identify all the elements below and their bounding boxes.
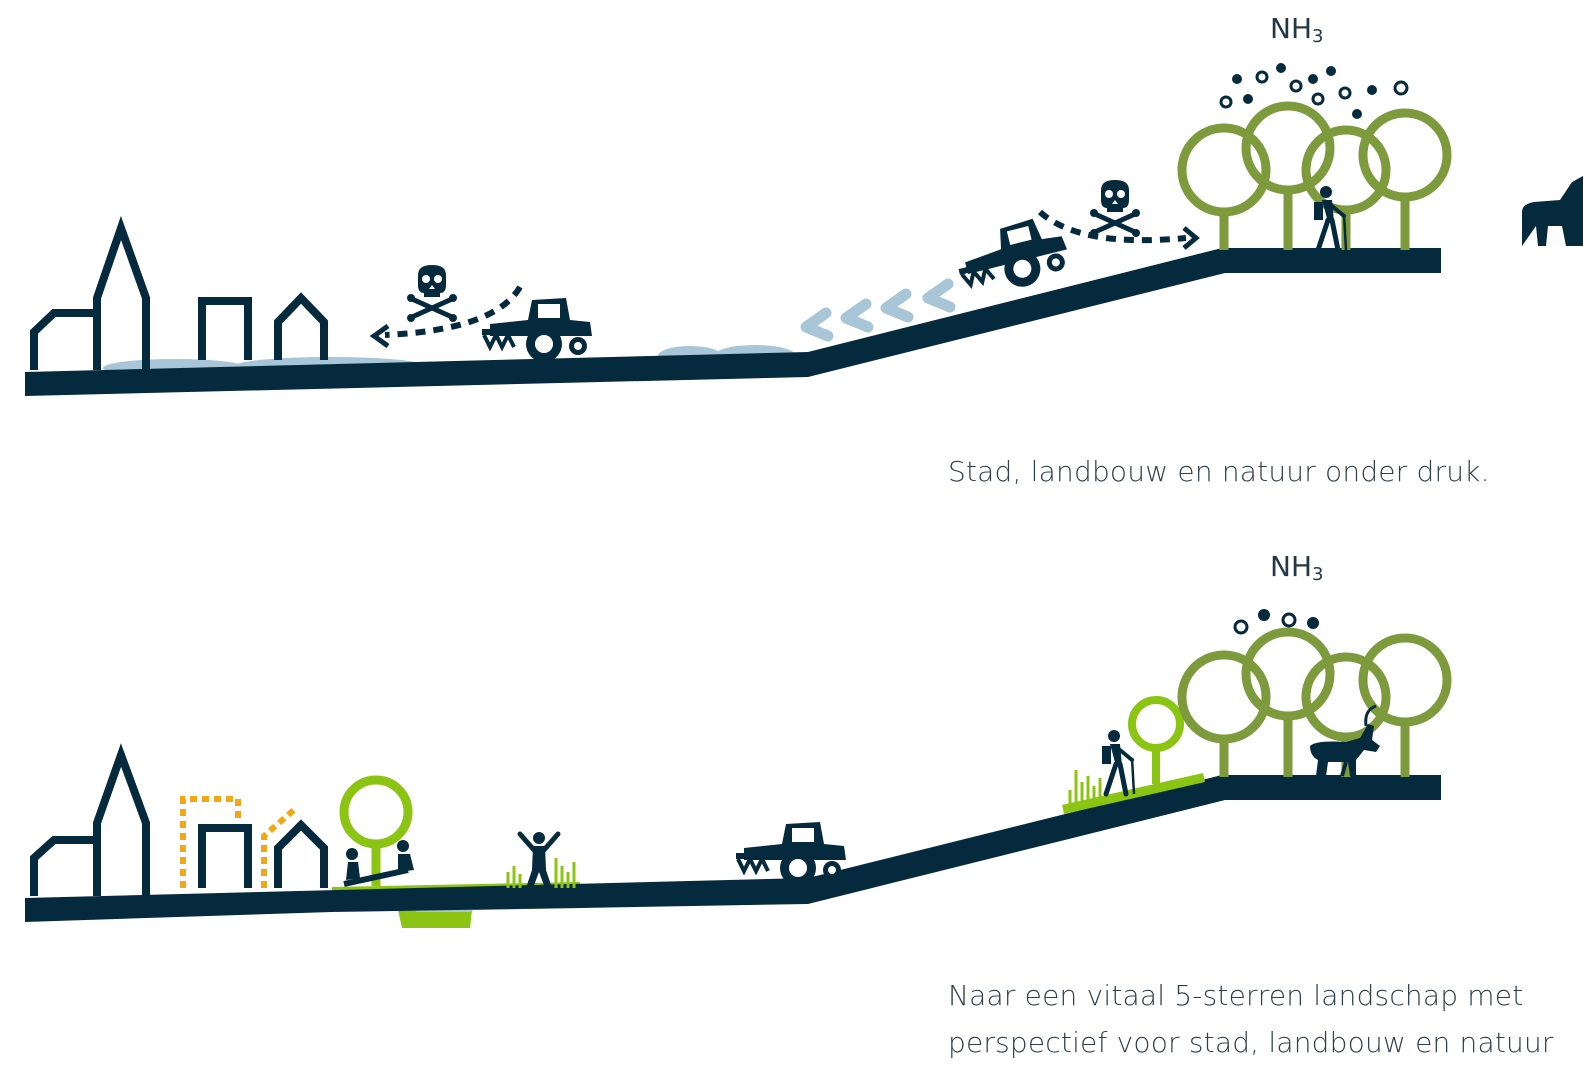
tractor-icon: [736, 822, 846, 886]
forest-trees: [1177, 101, 1452, 250]
top-panel: [25, 63, 1583, 396]
top-caption: Stad, landbouw en natuur onder druk.: [948, 455, 1490, 488]
ammonia-particles: [1219, 63, 1409, 119]
runoff-arrows: [800, 278, 956, 342]
bottom-caption-line: perspectief voor stad, landbouw en natuu…: [948, 1026, 1554, 1059]
ammonia-label: NH3: [1270, 550, 1324, 585]
hiker-icon: [1102, 730, 1134, 794]
animal-partial-icon: [1522, 176, 1583, 246]
bottom-caption: Naar een vitaal 5-sterren landschap met …: [948, 972, 1554, 1066]
future-buildings: [180, 796, 297, 888]
playground: [339, 775, 414, 887]
dashed-arrow-left: [384, 285, 523, 338]
town-buildings: [30, 215, 328, 370]
young-tree: [1128, 696, 1184, 784]
ground-profile: [25, 248, 1441, 396]
forest-trees: [1177, 627, 1452, 777]
reeds: [506, 858, 576, 888]
town-buildings: [30, 743, 328, 896]
bottom-caption-line: Naar een vitaal 5-sterren landschap met: [948, 979, 1524, 1012]
ammonia-particles: [1233, 609, 1319, 635]
skull-icon: [407, 265, 457, 322]
slope-reeds: [1068, 770, 1102, 808]
tractor-icon: [482, 298, 592, 362]
ground-profile: [25, 775, 1441, 922]
skull-icon: [1090, 180, 1140, 237]
dashed-arrow-right: [1037, 209, 1187, 244]
bottom-panel: [25, 609, 1452, 928]
ammonia-label: NH3: [1270, 12, 1324, 47]
person-cheering-icon: [517, 831, 561, 888]
